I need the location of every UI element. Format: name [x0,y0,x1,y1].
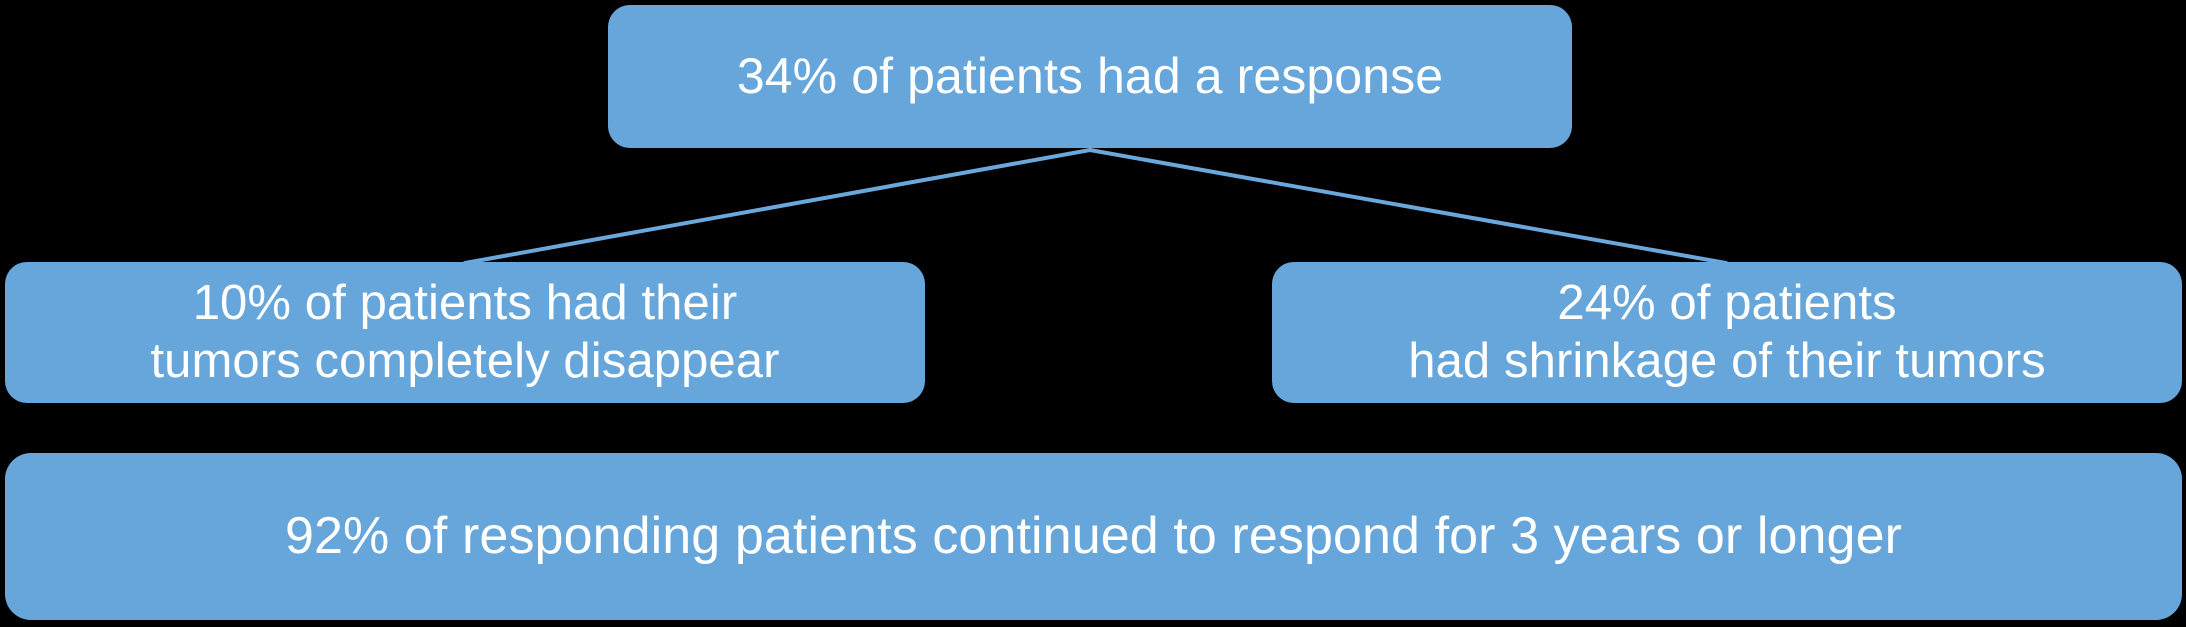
node-overall-response: 34% of patients had a response [608,5,1572,148]
node-overall-response-label: 34% of patients had a response [736,48,1444,104]
node-response-duration-label: 92% of responding patients continued to … [284,506,1903,565]
node-partial-response: 24% of patients had shrinkage of their t… [1272,262,2182,403]
connector-root-to-partial-response [1088,148,1728,265]
node-complete-response: 10% of patients had their tumors complet… [5,262,925,403]
node-complete-response-label: 10% of patients had their tumors complet… [150,275,780,388]
connector-root-to-complete-response [463,148,1092,265]
node-partial-response-label: 24% of patients had shrinkage of their t… [1408,275,2046,388]
node-response-duration: 92% of responding patients continued to … [5,453,2182,620]
